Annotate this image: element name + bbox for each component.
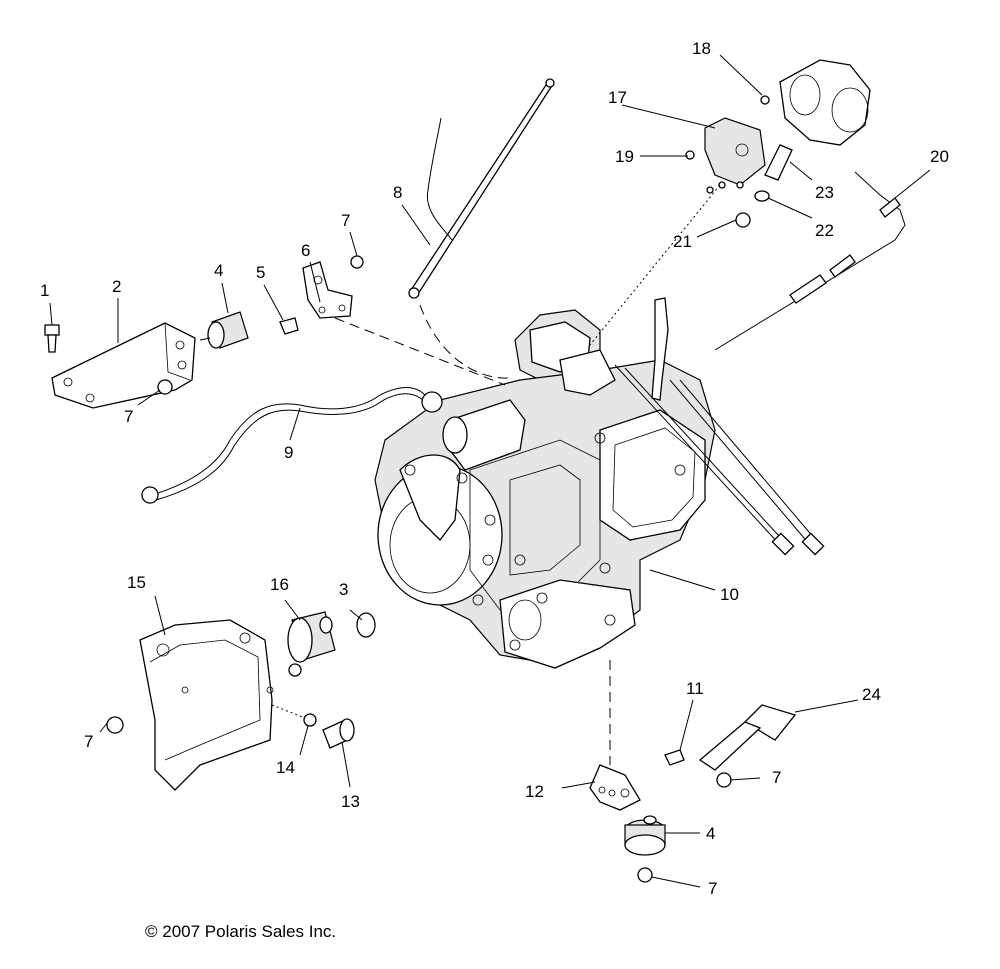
part-6-bracket xyxy=(302,261,353,319)
leader-lines xyxy=(49,54,931,888)
callout-16: 16 xyxy=(270,575,289,594)
part-24-strap xyxy=(698,704,797,771)
callout-4-lower: 4 xyxy=(706,824,715,843)
part-5-bolt xyxy=(279,317,299,335)
part-21-sensor xyxy=(735,212,751,228)
callout-19: 19 xyxy=(615,147,634,166)
callout-labels: 1 2 4 5 6 7 7 8 9 10 17 18 19 20 23 22 2… xyxy=(40,39,949,898)
callout-9: 9 xyxy=(284,443,293,462)
part-4-mount-lower xyxy=(624,815,666,856)
part-2-bracket xyxy=(51,322,196,409)
part-12-bracket xyxy=(589,764,641,811)
callout-13: 13 xyxy=(341,792,360,811)
callout-22: 22 xyxy=(815,221,834,240)
callout-7-top: 7 xyxy=(341,211,350,230)
part-19-screws xyxy=(685,150,744,194)
callout-1: 1 xyxy=(40,281,49,300)
callout-20: 20 xyxy=(930,147,949,166)
callout-10: 10 xyxy=(720,585,739,604)
part-1-bolt xyxy=(44,324,60,353)
part-16-mount xyxy=(287,611,336,663)
part-8-rod xyxy=(408,78,555,299)
callout-18: 18 xyxy=(692,39,711,58)
callout-23: 23 xyxy=(815,183,834,202)
callout-7-lowerleft: 7 xyxy=(84,732,93,751)
part-4-mount-upper xyxy=(199,311,249,349)
part-23-hose xyxy=(764,144,793,181)
part-22-clamp xyxy=(754,190,770,202)
callout-7-right: 7 xyxy=(772,768,781,787)
part-13-bumper xyxy=(322,718,355,749)
part-14-nut xyxy=(271,663,317,727)
callout-24: 24 xyxy=(862,685,881,704)
callout-5: 5 xyxy=(256,263,265,282)
callout-2: 2 xyxy=(112,277,121,296)
callout-21: 21 xyxy=(673,232,692,251)
callout-8: 8 xyxy=(393,183,402,202)
callout-7-bottom: 7 xyxy=(708,879,717,898)
part-9-wire-lead xyxy=(141,387,443,504)
callout-15: 15 xyxy=(127,573,146,592)
part-18-throttle-body xyxy=(760,59,871,146)
callout-4-upper: 4 xyxy=(214,261,223,280)
callout-17: 17 xyxy=(608,88,627,107)
part-20-cable xyxy=(714,171,906,351)
callout-6: 6 xyxy=(301,241,310,260)
engine-assembly xyxy=(374,297,825,669)
callout-11: 11 xyxy=(686,679,704,698)
part-7-nuts xyxy=(106,255,732,883)
part-17-cover xyxy=(704,117,766,186)
copyright-notice: © 2007 Polaris Sales Inc. xyxy=(145,922,337,941)
part-15-bracket xyxy=(139,619,274,791)
callout-12: 12 xyxy=(525,782,544,801)
callout-14: 14 xyxy=(276,758,295,777)
part-3-washer xyxy=(356,612,376,638)
callout-7-left: 7 xyxy=(124,407,133,426)
callout-3: 3 xyxy=(339,580,348,599)
part-11-bolt xyxy=(664,749,685,766)
